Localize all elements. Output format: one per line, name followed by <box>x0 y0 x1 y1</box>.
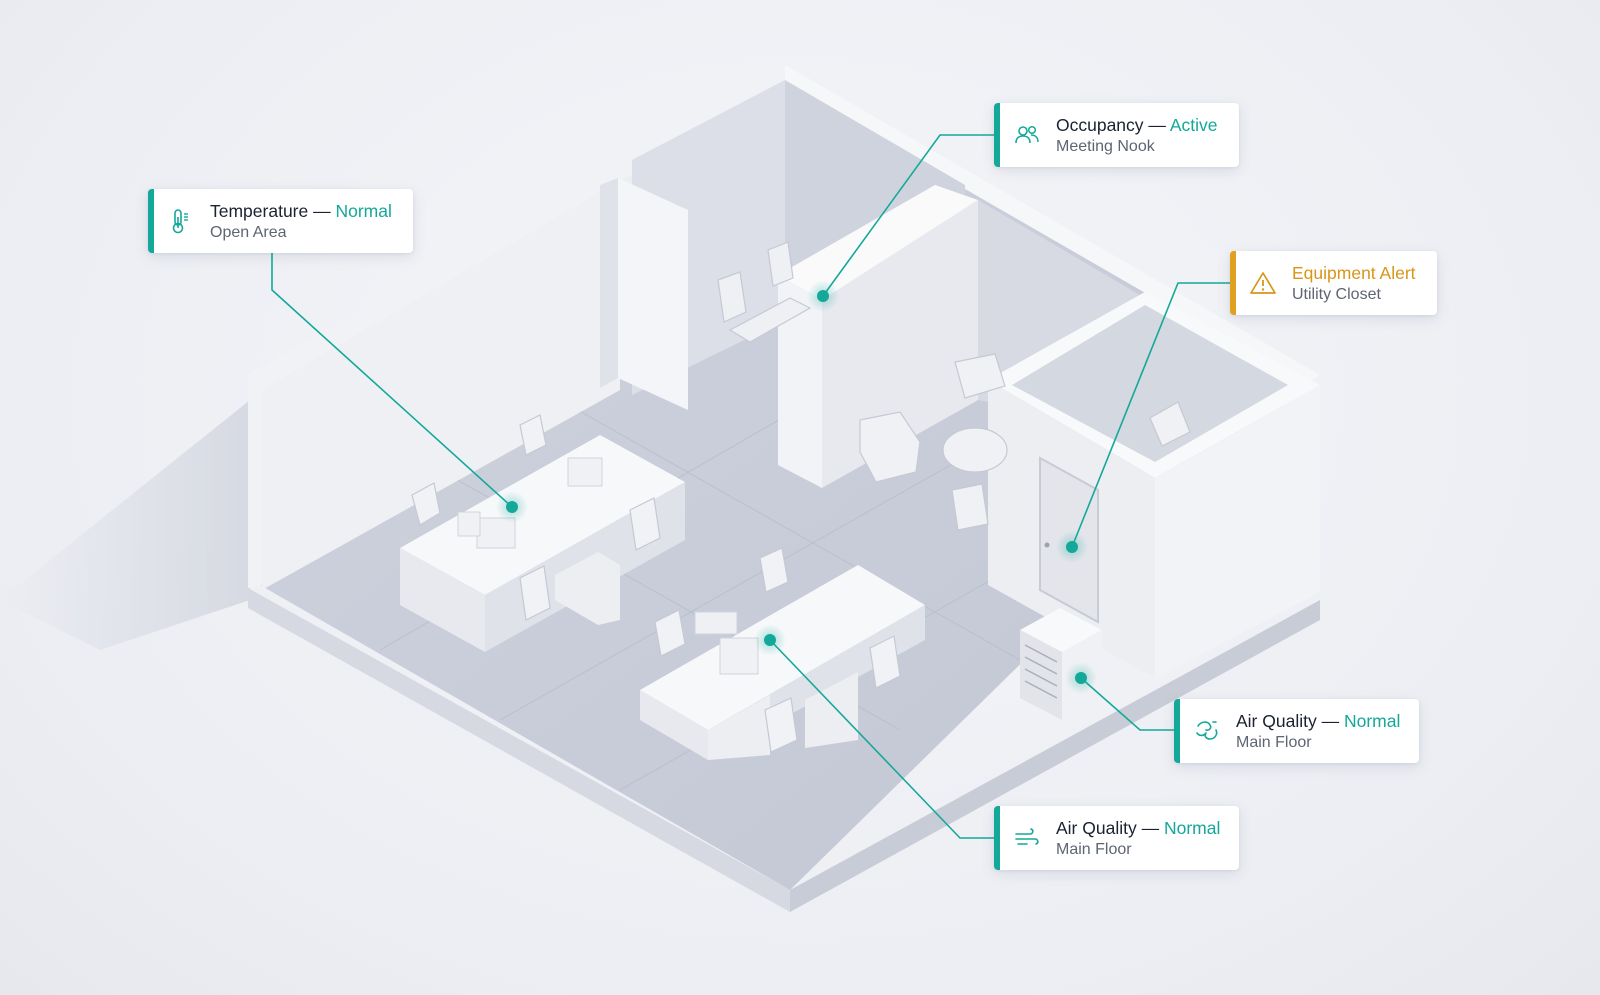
sensor-location: Main Floor <box>1236 733 1312 751</box>
sensor-title: Air Quality <box>1236 710 1317 731</box>
sensor-nodes <box>496 280 1097 694</box>
sensor-card-occupancy[interactable]: Occupancy — Active Meeting Nook <box>994 103 1239 167</box>
meeting-nook-right-wall <box>785 80 965 285</box>
partition-wall-top <box>778 185 978 300</box>
status-label: Normal <box>1343 710 1401 731</box>
warning-triangle-icon <box>1248 268 1278 298</box>
office-chairs-main-floor <box>654 547 901 753</box>
sensor-title: Occupancy <box>1056 114 1144 135</box>
sensor-location: Main Floor <box>1056 840 1132 858</box>
server-rack-front <box>1020 630 1062 720</box>
heading-separator: — <box>1316 710 1344 731</box>
utility-closet-side <box>1155 385 1320 678</box>
sensor-heading: Temperature — Normal <box>210 200 392 222</box>
leader-air-quality-right <box>1080 677 1182 731</box>
sensor-heading: Occupancy — Active <box>1056 114 1217 136</box>
air-flow-icon <box>1192 716 1222 746</box>
meeting-nook-furniture <box>717 241 812 343</box>
wall-back-right-top <box>785 65 1320 385</box>
sensor-card-equipment-alert[interactable]: Equipment Alert Utility Closet <box>1230 251 1437 315</box>
thermometer-icon <box>166 206 196 236</box>
sensor-node-air-quality-bottom <box>764 634 776 646</box>
sensor-node-equipment <box>1066 541 1078 553</box>
leader-occupancy <box>822 134 1000 297</box>
partition-wall-front <box>778 275 822 488</box>
partition-wall-side <box>822 200 978 488</box>
server-rack-slots <box>1024 644 1058 699</box>
open-area-partition-front <box>618 178 688 410</box>
sensor-location: Meeting Nook <box>1056 137 1155 155</box>
heading-separator: — <box>1136 817 1164 838</box>
status-label: Normal <box>335 200 392 221</box>
heading-separator: — <box>308 200 336 221</box>
sensor-node-temperature <box>506 501 518 513</box>
sensor-location: Utility Closet <box>1292 285 1381 303</box>
lounge-furniture <box>859 353 1191 531</box>
wind-icon <box>1012 823 1042 853</box>
sensor-title: Equipment Alert <box>1292 262 1416 283</box>
status-label: Normal <box>1163 817 1221 838</box>
leader-temperature <box>271 253 513 508</box>
wall-back-left <box>248 65 785 588</box>
floor-slab-side-right <box>790 600 1320 912</box>
leader-equipment <box>1071 282 1237 548</box>
sensor-heading: Air Quality — Normal <box>1236 710 1400 732</box>
sensor-node-air-quality-right <box>1075 672 1087 684</box>
leader-air-quality-bottom <box>769 639 1000 839</box>
sensor-title: Temperature <box>210 200 309 221</box>
sensor-card-temperature[interactable]: Temperature — Normal Open Area <box>148 189 413 253</box>
sensor-location: Open Area <box>210 223 287 241</box>
sensor-title: Air Quality <box>1056 817 1137 838</box>
status-label: Active <box>1169 114 1218 135</box>
sensor-heading: Air Quality — Normal <box>1056 817 1220 839</box>
server-rack-top <box>1020 608 1102 652</box>
open-area-partition-side <box>600 178 618 388</box>
leader-lines <box>271 134 1237 839</box>
sensor-node-occupancy <box>817 290 829 302</box>
floor-slab-side-left <box>248 588 790 912</box>
utility-closet-interior <box>1012 305 1288 462</box>
office-chairs-open-area <box>411 414 661 621</box>
sensor-card-air-quality-right[interactable]: Air Quality — Normal Main Floor <box>1174 699 1419 763</box>
door-handle <box>1044 542 1050 548</box>
heading-separator: — <box>1143 114 1170 135</box>
people-icon <box>1012 120 1042 150</box>
sensor-card-air-quality-bottom[interactable]: Air Quality — Normal Main Floor <box>994 806 1239 870</box>
sensor-heading: Equipment Alert <box>1292 262 1416 284</box>
wall-left-inner <box>262 180 620 590</box>
cast-shadow <box>0 400 250 650</box>
